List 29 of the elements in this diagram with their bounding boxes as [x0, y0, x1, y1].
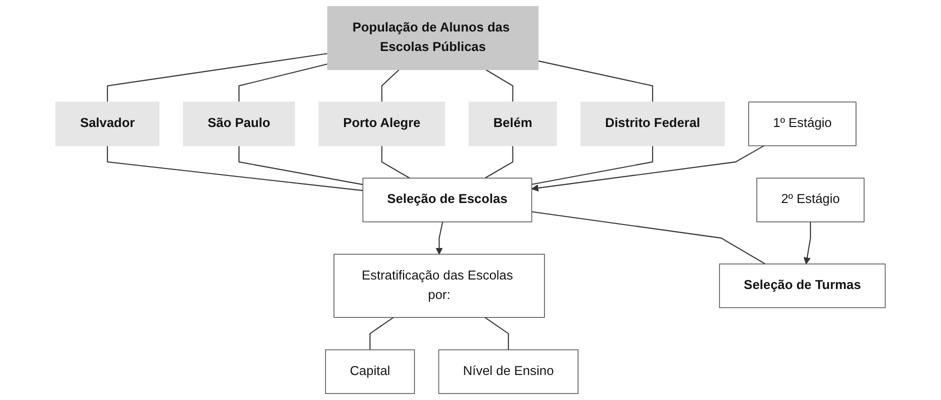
- node-box: Capital: [325, 349, 415, 394]
- connector: [532, 211, 766, 264]
- connector: [485, 69, 514, 102]
- node-box: Belém: [468, 102, 557, 146]
- connector: [484, 316, 509, 350]
- connector: [484, 146, 514, 179]
- connector: [381, 146, 410, 179]
- connector: [381, 69, 400, 102]
- connector: [106, 52, 328, 102]
- node-box: Porto Alegre: [318, 102, 446, 146]
- connector: [369, 316, 394, 350]
- node-box: 2º Estágio: [756, 178, 865, 222]
- connector: [238, 63, 328, 102]
- connector: [238, 146, 363, 186]
- connector: [538, 60, 654, 102]
- arrow: [804, 222, 811, 264]
- node-box: Seleção de Escolas: [362, 178, 532, 222]
- arrow: [531, 145, 764, 192]
- node-box: Distrito Federal: [580, 102, 725, 146]
- connector: [532, 146, 654, 185]
- node-box: Seleção de Turmas: [719, 264, 886, 308]
- connector: [106, 146, 363, 192]
- arrow: [436, 222, 444, 255]
- node-box: São Paulo: [182, 102, 295, 146]
- node-box: 1º Estágio: [748, 102, 856, 146]
- node-box: População de Alunos das Escolas Públicas: [327, 6, 539, 70]
- node-box: Estratificação das Escolas por:: [334, 254, 545, 318]
- node-box: Nível de Ensino: [438, 349, 578, 394]
- node-box: Salvador: [55, 102, 160, 146]
